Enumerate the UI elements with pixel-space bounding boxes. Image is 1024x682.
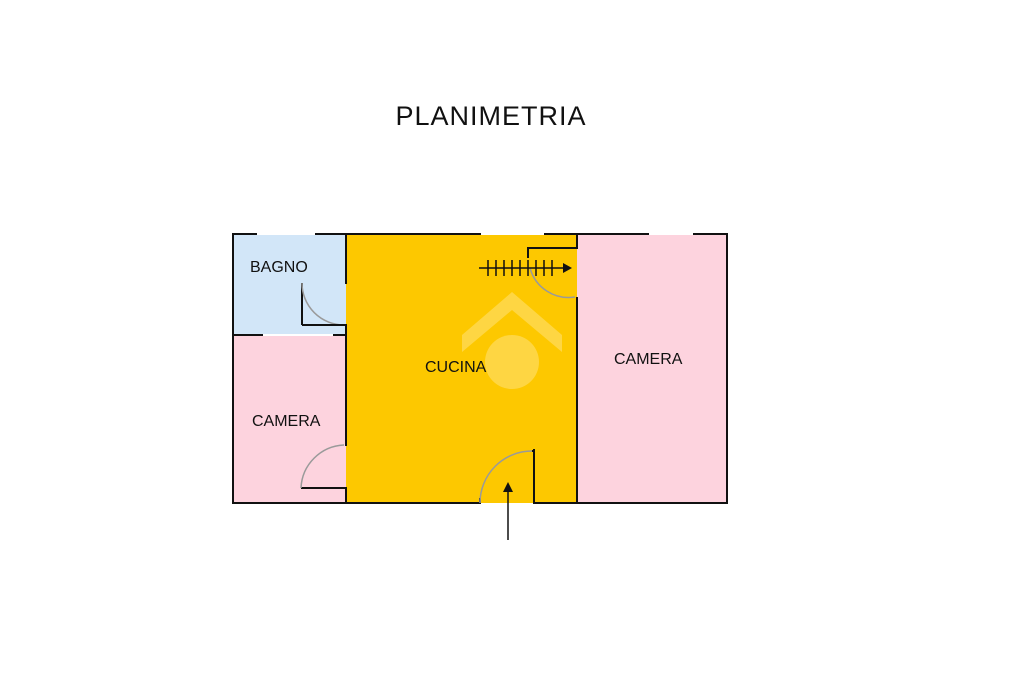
room-bathroom <box>233 234 346 335</box>
room-kitchen <box>346 234 577 503</box>
page-title: PLANIMETRIA <box>395 101 587 131</box>
doors <box>300 248 576 504</box>
label-bedroom-large: CAMERA <box>614 351 683 368</box>
walls <box>232 233 728 504</box>
label-bedroom-small: CAMERA <box>252 413 321 430</box>
room-bedroom-large <box>577 234 727 503</box>
watermark-logo <box>462 292 562 389</box>
label-kitchen: CUCINA <box>425 359 487 376</box>
stair-arrow <box>479 260 572 276</box>
entrance-arrow <box>503 482 513 540</box>
room-bedroom-small <box>233 335 346 503</box>
windows <box>256 233 694 336</box>
label-bathroom: BAGNO <box>250 259 308 276</box>
